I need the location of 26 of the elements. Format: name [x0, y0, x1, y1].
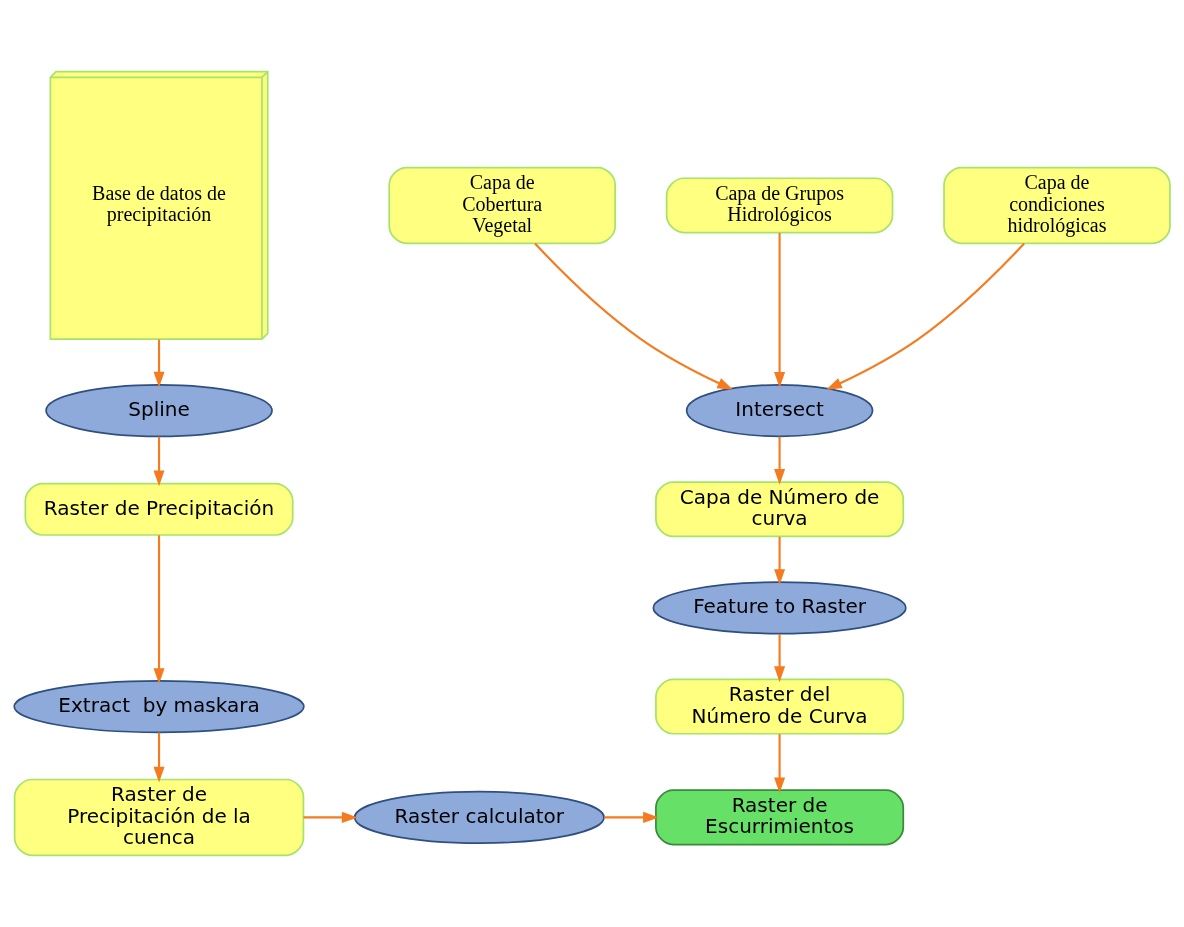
node-box: Capa de Grupos Hidrológicos	[665, 177, 894, 234]
node-ellipse: Intersect	[685, 384, 874, 438]
node-box: Raster de Precipitación	[24, 482, 294, 536]
arrow	[774, 536, 786, 585]
arrow	[153, 436, 165, 487]
node-box: Capa de Cobertura Vegetal	[388, 166, 616, 245]
node-box: Raster de Escurrimientos	[655, 789, 905, 846]
arrow	[153, 732, 165, 783]
node-ellipse: Spline	[45, 384, 273, 438]
arrow	[153, 339, 165, 388]
node-box: Capa de condiciones hidrológicas	[943, 166, 1171, 245]
arrow	[774, 634, 786, 683]
arrow	[826, 242, 1025, 390]
arrow	[153, 535, 165, 684]
arrow	[774, 436, 786, 485]
arrow	[534, 242, 734, 390]
node-box: Capa de Número de curva	[655, 481, 905, 538]
arrow	[774, 232, 786, 388]
node-box: Raster del Número de Curva	[655, 678, 905, 735]
node-box: Raster de Precipitación de la cuenca	[13, 778, 305, 857]
arrow	[604, 811, 659, 823]
node-ellipse: Raster calculator	[353, 790, 605, 844]
node-ellipse: Feature to Raster	[652, 581, 907, 635]
arrow	[303, 811, 358, 823]
node-ellipse: Extract by maskara	[13, 680, 305, 734]
arrow	[774, 734, 786, 794]
